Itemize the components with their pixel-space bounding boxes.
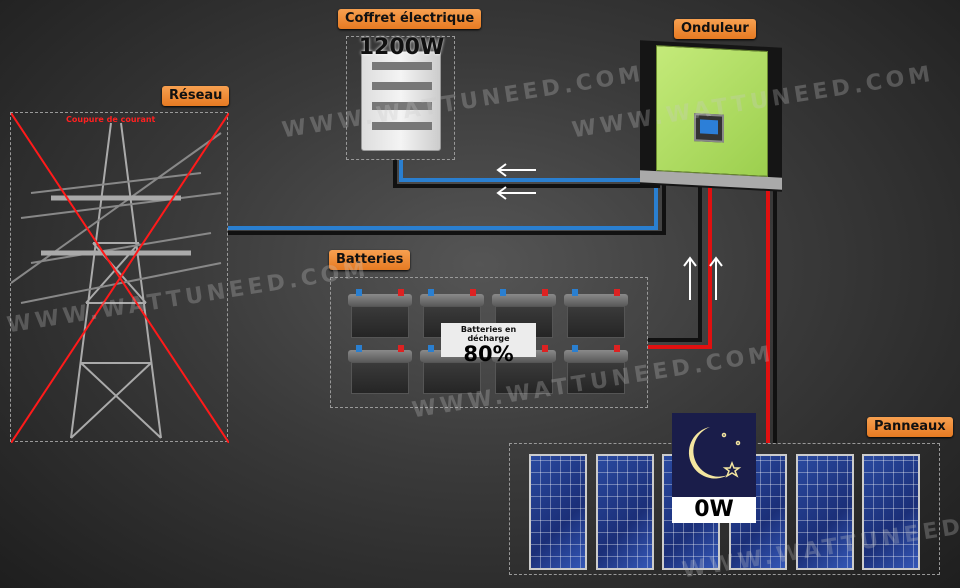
batteries-label: Batteries xyxy=(329,250,411,270)
grid-wire-black xyxy=(228,180,666,235)
coffret-box: 1200W xyxy=(346,35,455,160)
solar-panel-icon xyxy=(596,454,654,570)
solar-status-card: 0W xyxy=(672,413,756,523)
arrow-up-icon xyxy=(709,256,723,300)
battery-status: Batteries en décharge xyxy=(460,325,517,343)
moon-stars-icon xyxy=(672,413,756,497)
coffret-label: Coffret électrique xyxy=(338,9,482,29)
battery-status-card: Batteries en décharge 80% xyxy=(441,323,536,365)
electrical-panel-icon xyxy=(361,51,441,151)
battery-icon xyxy=(564,288,628,338)
panel-wire-black xyxy=(393,160,660,188)
panneaux-label: Panneaux xyxy=(867,417,953,437)
coffret-power: 1200W xyxy=(358,35,445,60)
battery-charge: 80% xyxy=(463,342,514,366)
arrow-up-icon xyxy=(683,256,697,300)
solar-panel-icon xyxy=(862,454,920,570)
arrow-left-icon xyxy=(496,163,536,177)
reseau-box: Coupure de courant xyxy=(10,112,229,443)
arrow-left-icon xyxy=(496,186,536,200)
reseau-label: Réseau xyxy=(162,86,230,106)
flow-arrows xyxy=(496,163,723,300)
batteries-box: Batteries en décharge 80% xyxy=(330,277,648,408)
battery-wire-black xyxy=(648,180,702,342)
pylon-icon xyxy=(11,113,229,443)
onduleur-label: Onduleur xyxy=(674,19,756,39)
panel-wire-blue xyxy=(399,160,652,182)
grid-wire-blue xyxy=(228,180,658,230)
battery-wire-red xyxy=(648,180,712,349)
grid-status: Coupure de courant xyxy=(66,115,156,124)
solar-power: 0W xyxy=(694,497,734,522)
battery-icon xyxy=(348,288,412,338)
battery-icon xyxy=(564,344,628,394)
solar-panel-icon xyxy=(529,454,587,570)
battery-icon xyxy=(348,344,412,394)
solar-panel-icon xyxy=(796,454,854,570)
